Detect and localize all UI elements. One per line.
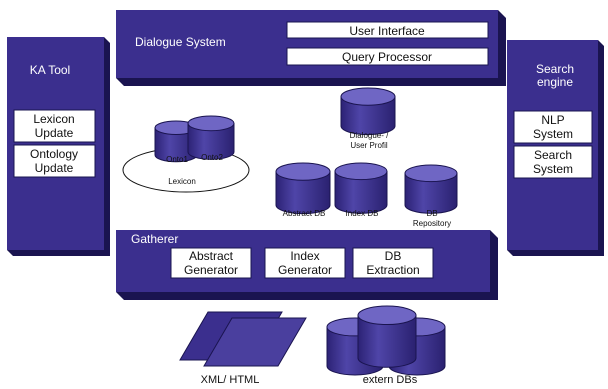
search-system-line1: Search (534, 148, 572, 162)
ka-tool-panel: KA Tool Lexicon Update Ontology Update (7, 37, 110, 256)
extern-dbs-label: extern DBs (363, 374, 418, 386)
index-generator-line1: Index (290, 249, 319, 263)
abstract-generator-box (170, 247, 252, 279)
onto1-cylinder (154, 120, 198, 163)
db-extraction-line2: Extraction (366, 263, 419, 277)
dialogue-system-panel: Dialogue System User Interface Query Pro… (116, 10, 506, 86)
db-repository-cylinder (404, 164, 458, 214)
lexicon-update-box (13, 109, 96, 143)
search-engine-panel: Search engine NLP System Search System (507, 40, 604, 256)
dialogue-profile-cylinder (340, 87, 396, 136)
lexicon-label: Lexicon (168, 177, 196, 186)
abstract-generator-line1: Abstract (189, 249, 234, 263)
dialogue-system-title: Dialogue System (135, 35, 226, 49)
xml-html-documents-icon (179, 311, 307, 367)
db-repository-line1: DB (426, 209, 437, 218)
nlp-system-line2: System (533, 127, 573, 141)
dialogue-user-profil-line1: Dialogue- / (350, 131, 389, 140)
user-interface-box (286, 21, 489, 39)
gatherer-panel: Gatherer Abstract Generator Index Genera… (116, 230, 498, 300)
onto1-label: Onto1 (166, 155, 188, 164)
onto2-cylinder (187, 115, 235, 160)
db-extraction-box (352, 247, 434, 279)
nlp-system-box (513, 110, 593, 144)
index-generator-box (264, 247, 346, 279)
search-system-line2: System (533, 162, 573, 176)
ka-tool-title: KA Tool (30, 63, 70, 77)
lexicon-update-line1: Lexicon (33, 112, 74, 126)
lexicon-update-line2: Update (35, 126, 74, 140)
index-db-cylinder (334, 162, 388, 214)
abstract-db-cylinder (275, 162, 331, 215)
ontology-update-line1: Ontology (30, 147, 78, 161)
extern-db-cylinder-mid (357, 305, 417, 368)
index-db-label: Index DB (346, 209, 379, 218)
abstract-db-label: Abstract DB (283, 209, 326, 218)
db-repository-line2: Repository (413, 219, 451, 228)
user-interface-label: User Interface (349, 24, 425, 38)
query-processor-box (286, 47, 489, 66)
search-system-box (513, 145, 593, 179)
search-engine-title-line2: engine (537, 75, 573, 89)
nlp-system-line1: NLP (541, 113, 564, 127)
search-engine-title-line1: Search (536, 62, 574, 76)
ontology-update-line2: Update (35, 161, 74, 175)
abstract-generator-line2: Generator (184, 263, 238, 277)
database-cylinders (154, 87, 458, 376)
dialogue-user-profil-line2: User Profil (350, 141, 388, 150)
db-extraction-line1: DB (385, 249, 402, 263)
gatherer-title: Gatherer (131, 232, 178, 246)
query-processor-label: Query Processor (342, 50, 432, 64)
onto2-label: Onto2 (201, 153, 223, 162)
index-generator-line2: Generator (278, 263, 332, 277)
ontology-update-box (13, 144, 96, 178)
xml-html-label: XML/ HTML (201, 374, 260, 386)
